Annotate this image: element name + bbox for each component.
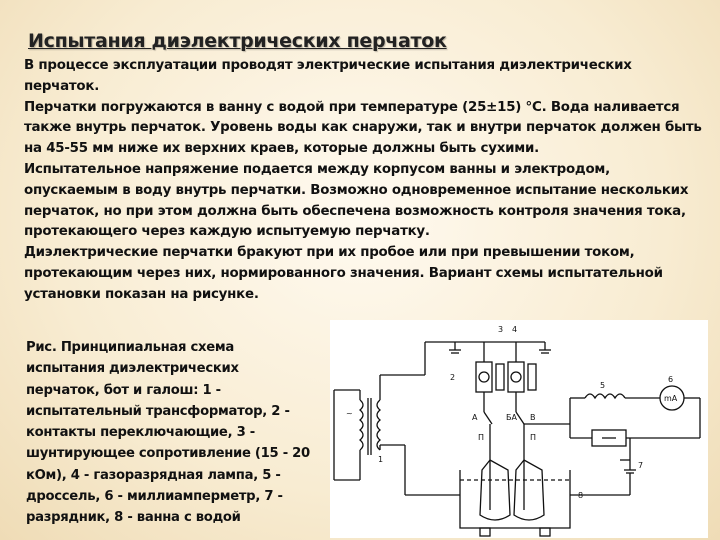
label-5: 5: [600, 381, 605, 390]
label-7: 7: [638, 461, 643, 470]
transformer-secondary: [376, 399, 382, 451]
label-p1: П: [478, 433, 484, 442]
label-ma: mA: [664, 394, 678, 403]
circuit-diagram-svg: ~ 1 А БА П П В 3 4 5 6 mA 7 8 2: [333, 325, 701, 537]
label-a: А: [472, 413, 478, 422]
choke-5: [584, 393, 626, 400]
glove-left: [479, 459, 511, 521]
circuit-diagram: ~ 1 А БА П П В 3 4 5 6 mA 7 8 2: [330, 320, 708, 538]
paragraph-1: В процессе эксплуатации проводят электри…: [24, 58, 632, 94]
label-tilde: ~: [346, 409, 353, 418]
slide-body: В процессе эксплуатации проводят электри…: [24, 56, 702, 306]
label-2: 2: [450, 373, 455, 382]
label-8: 8: [578, 491, 583, 500]
paragraph-2: Перчатки погружаются в ванну с водой при…: [24, 99, 702, 157]
label-ba: БА: [506, 413, 517, 422]
paragraph-4: Диэлектрические перчатки бракуют при их …: [24, 245, 663, 302]
slide-title: Испытания диэлектрических перчаток: [28, 30, 447, 52]
paragraph-3: Испытательное напряжение подается между …: [24, 161, 689, 240]
label-p2: П: [530, 433, 536, 442]
resistor-3: [495, 363, 505, 391]
water-bath-8: [459, 470, 571, 529]
label-v: В: [530, 413, 536, 422]
label-6: 6: [668, 375, 673, 384]
switch-2-left: [483, 411, 493, 425]
switch-2-right: [515, 411, 525, 425]
transformer-primary: [358, 399, 364, 451]
label-3: 3: [498, 325, 503, 334]
label-1: 1: [378, 455, 383, 464]
label-4: 4: [512, 325, 517, 334]
figure-caption: Рис. Принципиальная схема испытания диэл…: [26, 340, 310, 526]
glove-right: [513, 459, 545, 521]
